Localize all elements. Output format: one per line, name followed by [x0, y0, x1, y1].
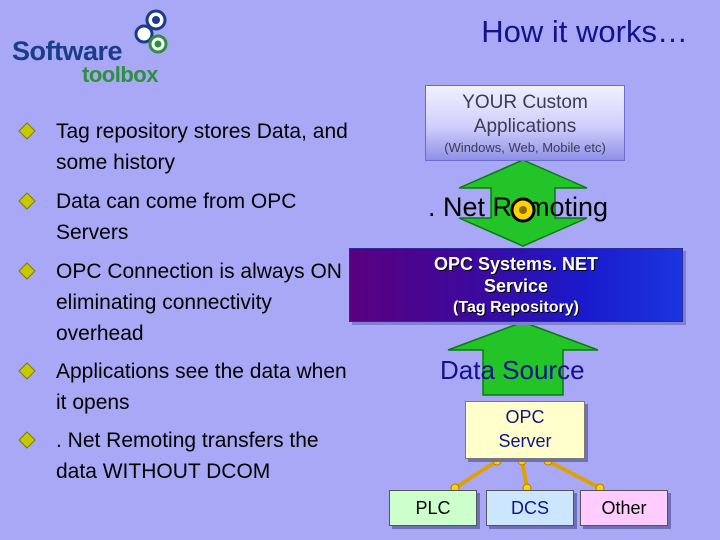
bullet-text: . Net Remoting transfers the data WITHOU… [56, 429, 319, 483]
diamond-bullet-icon [18, 122, 36, 140]
data-source-label: Data Source [440, 355, 585, 385]
opc-server-line2: Server [498, 431, 552, 451]
apps-line3: (Windows, Web, Mobile etc) [444, 140, 606, 155]
opc-systems-service-box: OPC Systems. NET Service (Tag Repository… [349, 248, 683, 322]
service-line2: Service [483, 276, 549, 296]
custom-applications-box: YOUR Custom Applications (Windows, Web, … [425, 85, 625, 161]
logo-text-toolbox: toolbox [82, 62, 158, 87]
other-box: Other [580, 490, 668, 526]
apps-line2: Applications [473, 116, 577, 137]
service-line3: (Tag Repository) [453, 299, 579, 316]
diamond-bullet-icon [18, 192, 36, 210]
diamond-bullet-icon [18, 431, 36, 449]
service-line1: OPC Systems. NET [433, 254, 599, 274]
bullet-text: Data can come from OPC Servers [56, 190, 297, 244]
diamond-bullet-icon [18, 362, 36, 380]
bullet-text: OPC Connection is always ON eliminating … [56, 260, 342, 345]
plc-box: PLC [389, 490, 477, 526]
logo-text-software: Software [12, 36, 123, 66]
software-toolbox-logo: Software toolbox [8, 8, 168, 88]
slide-title: How it works… [481, 14, 688, 49]
remoting-connector-icon [510, 197, 536, 223]
logo-mark-icon [134, 9, 168, 54]
bullet-text: Tag repository stores Data, and some his… [56, 120, 348, 174]
opc-server-line1: OPC [505, 407, 545, 427]
diamond-bullet-icon [18, 262, 36, 280]
opc-server-box: OPC Server [465, 401, 585, 459]
source-connectors [450, 456, 605, 493]
apps-line1: YOUR Custom [462, 92, 588, 113]
bullet-text: Applications see the data when it opens [56, 360, 347, 414]
dcs-box: DCS [486, 490, 574, 526]
